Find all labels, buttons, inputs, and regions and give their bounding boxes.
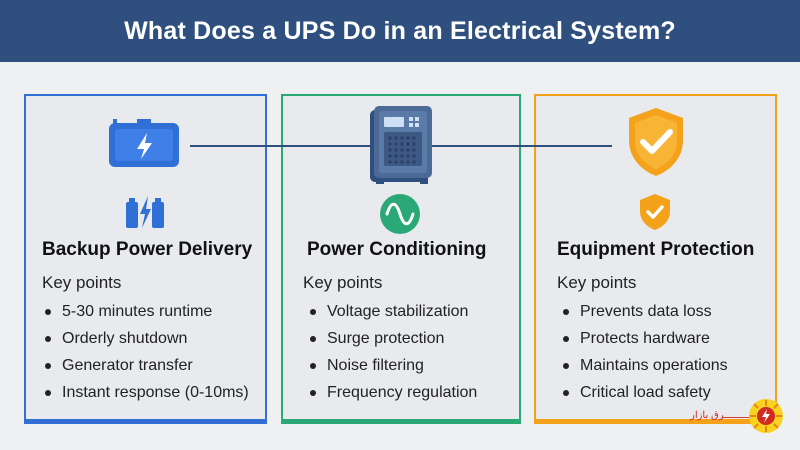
list-item: 5-30 minutes runtime xyxy=(44,298,249,325)
page-title: What Does a UPS Do in an Electrical Syst… xyxy=(124,16,676,45)
list-item: Maintains operations xyxy=(562,352,728,379)
ups-unit-icon xyxy=(370,106,432,184)
battery-charging-icon xyxy=(109,119,179,167)
shield-check-small-icon xyxy=(640,194,670,230)
card-title-backup: Backup Power Delivery xyxy=(42,239,253,260)
watermark-text: ـــــــــــرق بازار xyxy=(690,410,757,421)
bullet-list-backup: 5-30 minutes runtime Orderly shutdown Ge… xyxy=(44,298,249,406)
list-item: Frequency regulation xyxy=(309,379,477,406)
connector-line-right xyxy=(432,145,612,147)
list-item: Voltage stabilization xyxy=(309,298,477,325)
sun-logo-icon xyxy=(749,399,783,433)
card-title-protection: Equipment Protection xyxy=(557,239,755,260)
bullet-list-conditioning: Voltage stabilization Surge protection N… xyxy=(309,298,477,406)
key-points-label-backup: Key points xyxy=(42,273,122,292)
connector-line-left xyxy=(190,145,370,147)
sine-wave-icon xyxy=(380,194,420,234)
header-bar: What Does a UPS Do in an Electrical Syst… xyxy=(0,0,800,62)
list-item: Surge protection xyxy=(309,325,477,352)
bullet-list-protection: Prevents data loss Protects hardware Mai… xyxy=(562,298,728,406)
key-points-label-conditioning: Key points xyxy=(303,273,383,292)
list-item: Critical load safety xyxy=(562,379,728,406)
battery-bolt-icon xyxy=(126,196,164,228)
list-item: Protects hardware xyxy=(562,325,728,352)
list-item: Instant response (0-10ms) xyxy=(44,379,249,406)
shield-check-icon xyxy=(629,108,683,176)
key-points-label-protection: Key points xyxy=(557,273,637,292)
list-item: Noise filtering xyxy=(309,352,477,379)
list-item: Prevents data loss xyxy=(562,298,728,325)
list-item: Generator transfer xyxy=(44,352,249,379)
card-title-conditioning: Power Conditioning xyxy=(307,239,487,260)
list-item: Orderly shutdown xyxy=(44,325,249,352)
